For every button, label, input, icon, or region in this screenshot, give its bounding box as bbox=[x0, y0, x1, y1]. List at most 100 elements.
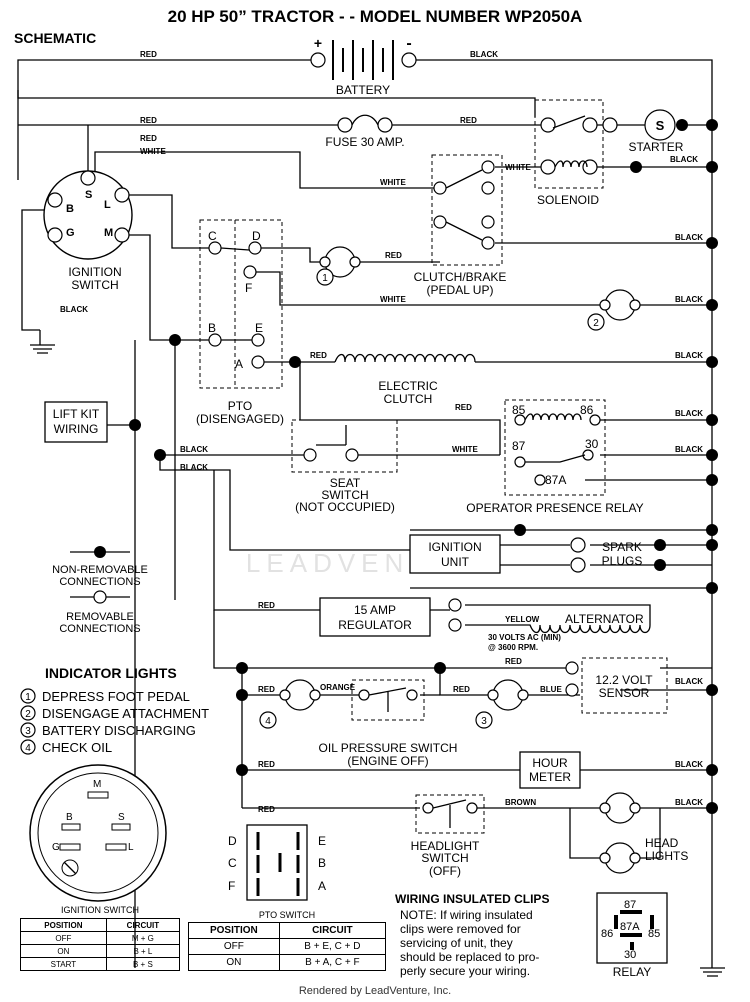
electric-clutch: ELECTRIC CLUTCH bbox=[334, 353, 476, 406]
svg-text:BLACK: BLACK bbox=[470, 50, 498, 59]
svg-text:RELAY: RELAY bbox=[613, 965, 651, 979]
svg-text:PTO: PTO bbox=[228, 399, 252, 413]
svg-text:STARTER: STARTER bbox=[629, 140, 684, 154]
indicator-light-4: 4 bbox=[259, 679, 321, 729]
svg-text:BLUE: BLUE bbox=[540, 685, 562, 694]
svg-text:SEAT: SEAT bbox=[330, 476, 361, 490]
battery-label: BATTERY bbox=[336, 83, 390, 97]
svg-text:BLACK: BLACK bbox=[675, 233, 703, 242]
junction-dots bbox=[129, 119, 718, 814]
svg-text:RED: RED bbox=[505, 657, 522, 666]
ignition-table-title: IGNITION SWITCH bbox=[61, 905, 139, 915]
svg-text:30 VOLTS AC (MIN): 30 VOLTS AC (MIN) bbox=[488, 633, 561, 642]
svg-text:12.2 VOLT: 12.2 VOLT bbox=[595, 673, 653, 687]
svg-text:87: 87 bbox=[512, 439, 526, 453]
svg-text:RED: RED bbox=[140, 116, 157, 125]
svg-text:S: S bbox=[656, 118, 665, 133]
svg-text:87A: 87A bbox=[620, 921, 640, 933]
svg-text:@ 3600 RPM.: @ 3600 RPM. bbox=[488, 643, 538, 652]
svg-text:E: E bbox=[318, 834, 326, 848]
svg-text:RED: RED bbox=[140, 50, 157, 59]
svg-text:BLACK: BLACK bbox=[670, 155, 698, 164]
svg-text:M: M bbox=[104, 227, 113, 239]
battery-minus: - bbox=[406, 35, 411, 52]
svg-text:perly secure your wiring.: perly secure your wiring. bbox=[400, 964, 530, 978]
svg-text:SWITCH: SWITCH bbox=[71, 278, 118, 292]
svg-text:85: 85 bbox=[648, 928, 660, 940]
alternator: ALTERNATOR 30 VOLTS AC (MIN) @ 3600 RPM. bbox=[465, 612, 651, 652]
svg-text:M: M bbox=[93, 779, 101, 790]
svg-text:B: B bbox=[66, 203, 74, 215]
svg-text:A: A bbox=[318, 879, 326, 893]
battery: + - BATTERY bbox=[310, 35, 417, 97]
table-header: CIRCUIT bbox=[105, 918, 181, 932]
svg-text:(PEDAL UP): (PEDAL UP) bbox=[427, 283, 494, 297]
svg-text:RED: RED bbox=[455, 403, 472, 412]
footer-credit: Rendered by LeadVenture, Inc. bbox=[298, 985, 452, 997]
svg-text:CHECK OIL: CHECK OIL bbox=[42, 740, 112, 755]
svg-text:G: G bbox=[66, 227, 75, 239]
svg-text:L: L bbox=[128, 842, 134, 853]
pto-switch-table: POSITION CIRCUIT OFF B + E, C + D ON B +… bbox=[188, 922, 387, 971]
svg-text:BLACK: BLACK bbox=[675, 409, 703, 418]
svg-text:B: B bbox=[208, 321, 216, 335]
svg-text:E: E bbox=[255, 321, 263, 335]
connection-legend: NON-REMOVABLE CONNECTIONS REMOVABLE CONN… bbox=[52, 546, 148, 635]
fuse-30-amp: FUSE 30 AMP. bbox=[325, 114, 405, 149]
svg-text:BROWN: BROWN bbox=[505, 798, 536, 807]
svg-text:D: D bbox=[228, 834, 237, 848]
svg-text:WHITE: WHITE bbox=[380, 178, 406, 187]
oil-pressure-switch: OIL PRESSURE SWITCH (ENGINE OFF) bbox=[319, 679, 458, 768]
svg-text:1: 1 bbox=[25, 692, 31, 703]
svg-text:HEAD: HEAD bbox=[645, 836, 679, 850]
operator-presence-relay: 85 86 87 30 87A OPERATOR PRESENCE RELAY bbox=[466, 399, 644, 515]
svg-text:HOUR: HOUR bbox=[532, 756, 568, 770]
svg-text:OIL PRESSURE SWITCH: OIL PRESSURE SWITCH bbox=[319, 741, 458, 755]
svg-text:SPARK: SPARK bbox=[602, 540, 642, 554]
svg-text:IGNITION: IGNITION bbox=[68, 265, 121, 279]
svg-text:BLACK: BLACK bbox=[180, 463, 208, 472]
wire-color-labels: RED BLACK RED RED RED BLACK WHITE WHITE … bbox=[60, 50, 703, 814]
table-row: ON B + A, C + F bbox=[188, 954, 387, 971]
indicator-light-3: 3 bbox=[475, 679, 529, 729]
table-header: CIRCUIT bbox=[278, 922, 387, 939]
svg-text:L: L bbox=[104, 199, 111, 211]
indicator-lights-list: INDICATOR LIGHTS 1 DEPRESS FOOT PEDAL 2 … bbox=[20, 665, 209, 755]
seat-switch: SEAT SWITCH (NOT OCCUPIED) bbox=[291, 419, 398, 514]
svg-text:RED: RED bbox=[258, 760, 275, 769]
svg-text:RED: RED bbox=[460, 116, 477, 125]
svg-text:DISENGAGE ATTACHMENT: DISENGAGE ATTACHMENT bbox=[42, 706, 209, 721]
regulator: 15 AMP REGULATOR bbox=[319, 597, 462, 637]
svg-text:RED: RED bbox=[258, 601, 275, 610]
headlight-switch: HEADLIGHT SWITCH (OFF) bbox=[411, 794, 485, 878]
relay-diagram: 87 86 87A 85 30 RELAY bbox=[596, 892, 668, 979]
ignition-switch-table: POSITION CIRCUIT OFF M + G ON B + L STAR… bbox=[20, 918, 181, 971]
svg-text:C: C bbox=[208, 229, 217, 243]
svg-text:SOLENOID: SOLENOID bbox=[537, 193, 599, 207]
svg-text:FUSE 30 AMP.: FUSE 30 AMP. bbox=[325, 135, 404, 149]
svg-text:3: 3 bbox=[25, 726, 31, 737]
svg-text:S: S bbox=[85, 189, 92, 201]
pto-table-title: PTO SWITCH bbox=[258, 910, 316, 920]
svg-text:C: C bbox=[228, 856, 237, 870]
svg-text:D: D bbox=[252, 229, 261, 243]
indicator-light-1: 1 bbox=[316, 246, 361, 286]
svg-text:2: 2 bbox=[25, 709, 31, 720]
clutch-brake-switch: CLUTCH/BRAKE (PEDAL UP) bbox=[414, 154, 507, 297]
ignition-switch: S B L G M IGNITION SWITCH bbox=[43, 170, 133, 292]
table-row: START B + S bbox=[20, 957, 181, 971]
svg-text:1: 1 bbox=[322, 273, 328, 284]
svg-text:WHITE: WHITE bbox=[452, 445, 478, 454]
svg-text:BLACK: BLACK bbox=[675, 351, 703, 360]
svg-text:BLACK: BLACK bbox=[675, 677, 703, 686]
svg-text:clips were removed for: clips were removed for bbox=[400, 922, 521, 936]
wire-traces bbox=[17, 59, 725, 977]
svg-text:2: 2 bbox=[593, 318, 599, 329]
svg-text:CONNECTIONS: CONNECTIONS bbox=[59, 576, 140, 588]
pto-switch: C D F B E A PTO (DISENGAGED) bbox=[196, 219, 284, 426]
svg-text:should be replaced to pro-: should be replaced to pro- bbox=[400, 950, 539, 964]
svg-text:CLUTCH/BRAKE: CLUTCH/BRAKE bbox=[414, 270, 507, 284]
svg-text:86: 86 bbox=[580, 403, 594, 417]
svg-text:CONNECTIONS: CONNECTIONS bbox=[59, 623, 140, 635]
